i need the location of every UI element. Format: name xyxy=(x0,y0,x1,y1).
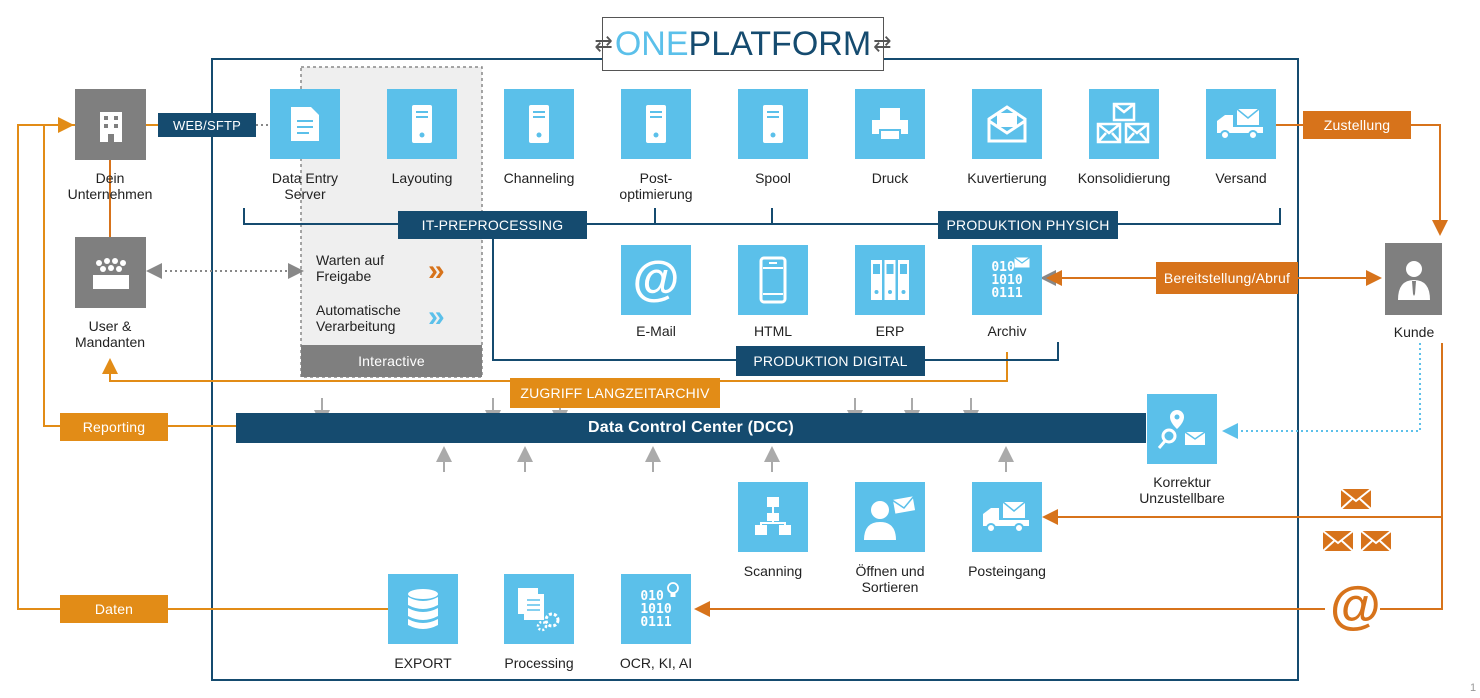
spool-node[interactable] xyxy=(738,89,808,159)
user-label: User & Mandanten xyxy=(74,318,146,350)
company-label: Dein Unternehmen xyxy=(67,170,153,202)
at-email-icon: @ xyxy=(1330,577,1381,635)
korrektur-label: Korrektur Unzustellbare xyxy=(1139,474,1225,506)
auto-label: Automatische Verarbeitung xyxy=(316,302,401,334)
phone-icon xyxy=(759,256,787,304)
binary-mail-icon: 010 1010 0111 xyxy=(991,259,1023,301)
reporting-tag: Reporting xyxy=(60,413,168,441)
lightbulb-icon xyxy=(667,582,679,598)
web-sftp-tag: WEB/SFTP xyxy=(158,113,256,137)
scanning-node[interactable] xyxy=(738,482,808,552)
korrektur-node[interactable] xyxy=(1147,394,1217,464)
konsolidierung-node[interactable] xyxy=(1089,89,1159,159)
person-mail-icon xyxy=(862,492,918,542)
email-node[interactable]: @ xyxy=(621,245,691,315)
channeling-label: Channeling xyxy=(503,170,575,186)
mail-icon xyxy=(1014,257,1030,268)
email-label: E-Mail xyxy=(636,323,676,339)
server-icon xyxy=(644,103,668,145)
kuvertierung-label: Kuvertierung xyxy=(967,170,1047,186)
sync-arrows-icon: ⇄ xyxy=(594,31,613,56)
erp-node[interactable] xyxy=(855,245,925,315)
double-chevron-orange-icon: » xyxy=(428,254,445,287)
database-icon xyxy=(406,587,440,631)
kunde-label: Kunde xyxy=(1393,324,1435,340)
druck-node[interactable] xyxy=(855,89,925,159)
archiv-label: Archiv xyxy=(987,323,1027,339)
posteingang-label: Posteingang xyxy=(968,563,1046,579)
at-icon: @ xyxy=(632,253,680,306)
truck-icon xyxy=(1215,107,1267,141)
group-icon xyxy=(92,257,129,289)
network-icon xyxy=(751,495,795,539)
layouting-node[interactable] xyxy=(387,89,457,159)
dcc-bar[interactable]: Data Control Center (DCC) xyxy=(236,413,1146,443)
envelope-icon xyxy=(1340,488,1372,510)
interactive-tag: Interactive xyxy=(301,345,482,377)
warten-label: Warten auf Freigabe xyxy=(316,252,384,284)
user-node[interactable] xyxy=(75,237,146,308)
produktion-digital-tag: PRODUKTION DIGITAL xyxy=(736,346,925,376)
customer-icon xyxy=(1397,261,1430,300)
versand-label: Versand xyxy=(1215,170,1267,186)
kuvertierung-node[interactable] xyxy=(972,89,1042,159)
daten-tag: Daten xyxy=(60,595,168,623)
server-icon xyxy=(410,103,434,145)
building-icon xyxy=(99,111,122,142)
html-node[interactable] xyxy=(738,245,808,315)
data-entry-label: Data Entry Server xyxy=(271,170,339,202)
it-preprocessing-tag: IT-PREPROCESSING xyxy=(398,211,587,239)
spool-label: Spool xyxy=(755,170,791,186)
ocr-node[interactable]: 010 1010 0111 xyxy=(621,574,691,644)
processing-label: Processing xyxy=(504,655,574,671)
erp-label: ERP xyxy=(875,323,905,339)
document-icon xyxy=(289,105,321,143)
oeffnen-label: Öffnen und Sortieren xyxy=(855,563,925,595)
title-main: PLATFORM xyxy=(688,24,872,63)
sync-arrows-icon: ⇄ xyxy=(873,31,892,56)
server-icon xyxy=(527,103,551,145)
postoptimierung-label: Post- optimierung xyxy=(619,170,693,202)
title-prefix: ONE xyxy=(614,24,689,63)
envelope-icon xyxy=(1360,530,1392,552)
bereitstellung-tag: Bereitstellung/Abruf xyxy=(1156,262,1298,294)
produktion-physich-tag: PRODUKTION PHYSICH xyxy=(938,211,1118,239)
konsolidierung-label: Konsolidierung xyxy=(1077,170,1171,186)
page-number: 1 xyxy=(1470,682,1477,694)
export-label: EXPORT xyxy=(394,655,452,671)
zugriff-tag: ZUGRIFF LANGZEITARCHIV xyxy=(510,378,720,408)
printer-icon xyxy=(870,106,910,142)
binary-bulb-icon: 010 1010 0111 xyxy=(640,588,672,630)
html-label: HTML xyxy=(753,323,793,339)
posteingang-node[interactable] xyxy=(972,482,1042,552)
ocr-label: OCR, KI, AI xyxy=(619,655,693,671)
processing-node[interactable] xyxy=(504,574,574,644)
postoptimierung-node[interactable] xyxy=(621,89,691,159)
data-entry-node[interactable] xyxy=(270,89,340,159)
layouting-label: Layouting xyxy=(391,170,453,186)
location-search-mail-icon xyxy=(1157,410,1206,449)
company-node[interactable] xyxy=(75,89,146,160)
kunde-node[interactable] xyxy=(1385,243,1442,315)
documents-gear-icon xyxy=(514,586,564,632)
envelopes-icon xyxy=(1094,102,1154,146)
channeling-node[interactable] xyxy=(504,89,574,159)
versand-node[interactable] xyxy=(1206,89,1276,159)
binders-icon xyxy=(869,258,911,302)
envelope-open-icon xyxy=(987,105,1027,143)
double-chevron-blue-icon: » xyxy=(428,300,445,333)
export-node[interactable] xyxy=(388,574,458,644)
server-icon xyxy=(761,103,785,145)
zustellung-tag: Zustellung xyxy=(1303,111,1411,139)
envelope-icon xyxy=(1322,530,1354,552)
druck-label: Druck xyxy=(871,170,909,186)
oeffnen-node[interactable] xyxy=(855,482,925,552)
archiv-node[interactable]: 010 1010 0111 xyxy=(972,245,1042,315)
truck-icon xyxy=(981,500,1033,534)
scanning-label: Scanning xyxy=(743,563,803,579)
